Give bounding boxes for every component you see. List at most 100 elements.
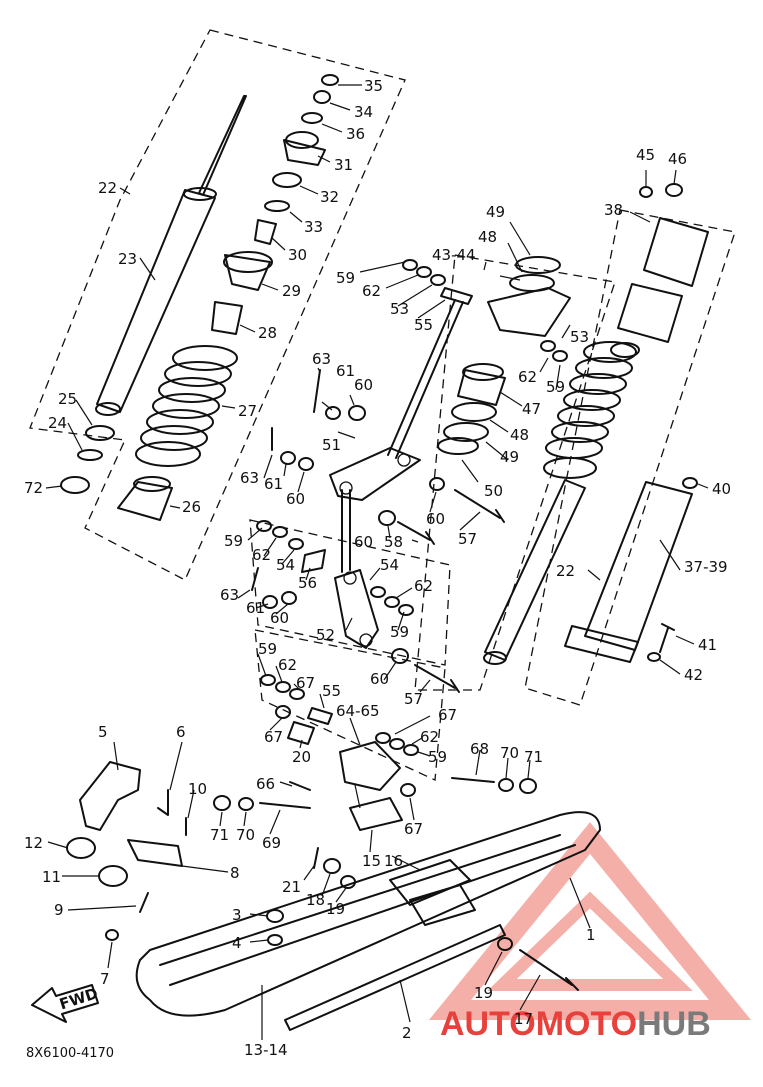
part-label: 31 (334, 156, 353, 174)
nut (266, 909, 284, 923)
part-label: 37-39 (684, 558, 728, 576)
pivot-assembly (339, 741, 403, 831)
pin-63c (251, 567, 259, 591)
washer (400, 783, 416, 797)
part-label: 61 (264, 475, 283, 493)
nut-42 (647, 652, 661, 662)
washer (375, 732, 391, 744)
bushing-72 (60, 476, 90, 494)
nut (280, 451, 296, 465)
rear-shock (483, 341, 640, 665)
part-label: 27 (238, 402, 257, 420)
assembly-boundaries (29, 29, 736, 781)
watermark-text: AUTOMOTOHUB (440, 1005, 711, 1043)
part-label: 60 (354, 376, 373, 394)
upper-link (329, 287, 473, 501)
part-label: 60 (354, 533, 373, 551)
spring-coil (172, 345, 238, 371)
spring-coil (158, 377, 226, 403)
link-51-hole (339, 481, 353, 495)
shaft-56 (301, 549, 326, 573)
part-label: 55 (322, 682, 341, 700)
part-label: 66 (256, 775, 275, 793)
front-shock-box (29, 29, 406, 581)
rear-shock-box-b (524, 209, 736, 706)
lower-link (301, 489, 505, 693)
rear-spring-coil (575, 357, 633, 379)
washer (416, 266, 432, 278)
part-label: 67 (404, 820, 423, 838)
part-label: 16 (384, 852, 403, 870)
cover-38-upper (643, 217, 709, 287)
nut-34 (313, 90, 331, 104)
handle-5 (79, 761, 141, 831)
lower-link-box (254, 629, 446, 781)
part-label: 62 (252, 546, 271, 564)
part-label: 72 (24, 479, 43, 497)
shaft-55-lower (307, 707, 333, 725)
spring-coil (146, 409, 214, 435)
strut-bottom (95, 402, 121, 416)
part-label: 62 (420, 728, 439, 746)
part-label: 33 (304, 218, 323, 236)
part-label: 30 (288, 246, 307, 264)
spring-coil (140, 425, 208, 451)
part-label: 48 (510, 426, 529, 444)
part-label: 62 (414, 577, 433, 595)
washer (540, 340, 556, 352)
part-label: 53 (390, 300, 409, 318)
link-52-hole (343, 571, 357, 585)
cover-38-lower (617, 283, 683, 343)
washer (260, 674, 276, 686)
part-label: 4 (232, 934, 242, 952)
part-label: 18 (306, 891, 325, 909)
bolt-57-lower (414, 664, 460, 693)
seat-26-top (133, 476, 171, 492)
reservoir-flange (564, 625, 639, 663)
part-label: 57 (404, 690, 423, 708)
part-label: 47 (522, 400, 541, 418)
part-labels: 35 34 36 31 32 33 30 29 28 27 26 22 23 2… (24, 77, 731, 1061)
reservoir-37-39 (584, 481, 693, 651)
nut (323, 858, 341, 874)
part-label: 59 (224, 532, 243, 550)
fwd-arrow-shape (31, 984, 99, 1023)
part-label: 45 (636, 146, 655, 164)
nut (213, 795, 231, 811)
part-label: 63 (220, 586, 239, 604)
part-label: 56 (298, 574, 317, 592)
ski (135, 811, 601, 1031)
washer (267, 934, 283, 946)
part-label: 61 (246, 599, 265, 617)
part-label: 59 (546, 378, 565, 396)
clamp-11 (98, 865, 128, 887)
washer (256, 520, 272, 532)
ring-48 (451, 402, 497, 422)
shaft-55-upper (440, 287, 473, 305)
part-label: 17 (514, 1010, 533, 1028)
bolt-58 (397, 521, 435, 545)
bracket-8 (127, 839, 183, 867)
part-label: 10 (188, 780, 207, 798)
pin-66 (289, 781, 311, 791)
spring-coil (164, 361, 232, 387)
part-label: 1 (586, 926, 596, 944)
nut (519, 778, 537, 794)
ring-49 (443, 422, 489, 442)
collar-32 (272, 172, 302, 188)
part-label: 42 (684, 666, 703, 684)
bolt-46 (665, 183, 683, 197)
part-label: 8 (230, 864, 240, 882)
washer (430, 274, 446, 286)
nut (391, 648, 409, 664)
rear-spring-coil (557, 405, 615, 427)
part-label: 51 (322, 436, 341, 454)
part-label: 53 (570, 328, 589, 346)
part-label: 64-65 (336, 702, 380, 720)
washer (384, 596, 400, 608)
leader-lines (45, 84, 709, 1040)
nut-45 (639, 186, 653, 198)
part-label: 43-44 (432, 246, 476, 264)
rear-shock-box-a (414, 254, 616, 691)
